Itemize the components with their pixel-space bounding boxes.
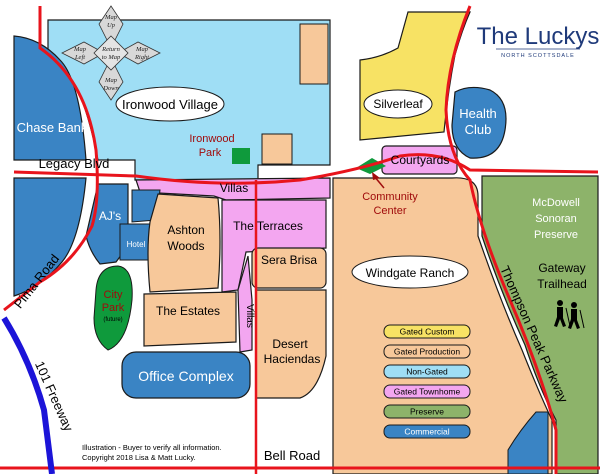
sera-brisa-area[interactable] [251,247,327,289]
brand-tagline: NORTH SCOTTSDALE [501,53,575,59]
gateway-label-2: Trailhead [537,277,587,291]
legend-item: Preserve [383,404,471,419]
legend-item: Non-Gated [383,364,471,379]
desert-haciendas-label-1: Desert [272,337,308,351]
legend-label: Gated Custom [400,327,455,337]
office-complex-label: Office Complex [138,368,233,384]
legend-swatch [383,364,471,379]
hikers-icon [554,300,585,329]
mcdowell-label-3: Preserve [534,229,578,241]
ironwood-commercial-parcel-2 [261,133,293,165]
mcdowell-label-2: Sonoran [535,213,577,225]
legend-label: Gated Townhome [394,387,461,397]
health-club-label-1: Health [459,106,497,121]
mcdowell-preserve-area[interactable] [481,175,599,474]
legend-label: Non-Gated [406,367,448,377]
health-club-area[interactable] [451,86,507,159]
community-center-label-1: Community [362,191,418,203]
office-complex-area[interactable] [121,351,251,399]
ironwood-park-label-2: Park [199,147,222,159]
legend-label: Gated Production [394,347,460,357]
city-park-label-2: Park [102,302,125,314]
legend-item: Gated Townhome [383,384,471,399]
windgate-bubble [351,255,469,289]
bell-road-label: Bell Road [264,448,320,463]
preserve-commercial-corner [507,411,549,474]
legend-item: Gated Production [383,344,471,359]
ashton-woods-label-2: Woods [167,239,204,253]
community-center-pointer [372,172,385,189]
hotel-label: Hotel [127,240,146,249]
map-navigation-control: Map Up Map Down Map Left Map Right Retur… [61,5,161,101]
silverleaf-label: Silverleaf [373,97,423,111]
legend-item: Commercial [383,424,471,439]
ashton-woods-area[interactable] [147,193,221,293]
chase-bank-label-1: Chase Bank [17,120,88,135]
legend-swatch [383,404,471,419]
ironwood-park-label-1: Ironwood [189,133,234,145]
hotel-area[interactable] [119,223,153,261]
ironwood-village-label: Ironwood Village [122,97,218,112]
villas-side-label: Villas [244,304,255,328]
return-to-map-button[interactable]: Return to Map [93,35,129,71]
chase-bank-area[interactable] [13,35,87,161]
terraces-label: The Terraces [233,219,303,233]
footnote-line-1: Illustration - Buyer to verify all infor… [82,443,222,452]
villas-top-label: Villas [220,181,248,195]
map-right-label-1: Map [135,46,149,53]
footnote-line-2: Copyright 2018 Lisa & Matt Lucky. [82,453,196,462]
road-network [0,5,600,474]
ajs-label: AJ's [99,209,121,223]
map-left-label-1: Map [73,46,87,53]
return-to-map-label-2: to Map [102,54,121,61]
sera-brisa-label: Sera Brisa [261,253,317,267]
brand-name: The Luckys [477,23,600,50]
ironwood-village-bubble [115,86,225,122]
ironwood-commercial-parcel [299,23,329,85]
ironwood-park-area[interactable] [232,148,250,164]
mcdowell-label-1: McDowell [532,197,580,209]
thompson-peak-line [444,5,558,474]
map-down-label-1: Map [104,77,118,84]
villas-side-area[interactable] [237,255,253,353]
map-right-label-2: Right [134,54,149,61]
windgate-ranch-label: Windgate Ranch [366,266,455,280]
pima-road-line [3,6,99,312]
estates-label: The Estates [156,304,220,318]
legend-swatch [383,424,471,439]
return-to-map-label-1: Return [101,46,120,53]
freeway-line [1,316,55,474]
health-club-label-2: Club [465,122,492,137]
city-park-label-1: City [104,289,123,301]
estates-area[interactable] [143,291,237,347]
legend-swatch [383,324,471,339]
silverleaf-bubble [363,89,433,119]
legacy-blvd-line [13,153,599,185]
map-up-label-1: Map [104,14,118,21]
legend-swatch [383,344,471,359]
gateway-label-1: Gateway [538,261,585,275]
legend-swatch [383,384,471,399]
map-down-label-2: Down [102,85,119,92]
city-park-note: (future) [103,317,122,323]
legend-label: Commercial [404,427,449,437]
map-left-label-2: Left [74,54,85,61]
map-up-label-2: Up [107,22,116,29]
desert-haciendas-area[interactable] [255,289,327,399]
left-commercial-strip [13,177,87,297]
legacy-blvd-label: Legacy Blvd [39,156,110,171]
legend-item: Gated Custom [383,324,471,339]
community-center-label-2: Center [373,205,406,217]
courtyards-label: Courtyards [391,153,450,167]
city-park-area[interactable] [93,265,133,351]
legend-label: Preserve [410,407,444,417]
desert-haciendas-label-2: Haciendas [264,352,321,366]
ashton-woods-label-1: Ashton [167,223,204,237]
